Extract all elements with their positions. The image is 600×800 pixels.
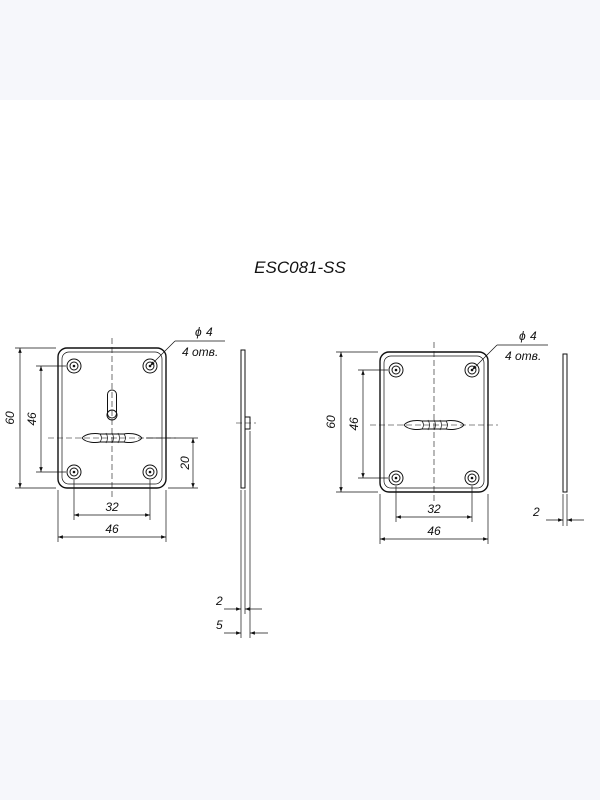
left-hole-count: 4 отв. <box>182 345 218 359</box>
left-screw-hole-bl <box>66 464 82 480</box>
drawing-sheet: ESC081-SS <box>0 100 600 700</box>
right-dim-outer-width: 46 <box>427 524 441 538</box>
right-hole-diameter-symbol: ϕ <box>519 329 526 343</box>
right-screw-hole-bl <box>388 470 404 486</box>
right-horizontal-keyway <box>403 419 465 431</box>
right-escutcheon-side-view: 2 <box>532 353 584 526</box>
right-dim-outer-height: 60 <box>324 415 338 429</box>
left-hole-diameter: 4 <box>206 325 213 339</box>
left-dim-hole-height: 46 <box>25 412 39 426</box>
technical-drawing: ESC081-SS <box>3 258 584 638</box>
left-dim-outer-width: 46 <box>105 522 119 536</box>
left-screw-hole-tl <box>66 358 82 374</box>
right-dim-hole-width: 32 <box>427 502 441 516</box>
left-side-plate <box>240 349 246 489</box>
right-screw-hole-br <box>464 470 480 486</box>
left-dim-outer-height: 60 <box>3 411 17 425</box>
left-horizontal-keyway <box>81 432 143 444</box>
right-side-plate <box>562 353 568 493</box>
right-screw-hole-tl <box>388 362 404 378</box>
left-dim-keyway-offset: 20 <box>178 456 192 471</box>
left-dim-total-thickness: 5 <box>216 618 223 632</box>
right-dim-hole-height: 46 <box>347 417 361 431</box>
right-escutcheon-front-view: 60 46 32 46 ϕ 4 4 отв. <box>324 329 548 544</box>
left-escutcheon-side-view: 2 5 <box>215 349 268 638</box>
left-cylinder-slot <box>106 389 118 421</box>
left-dim-hole-width: 32 <box>105 500 119 514</box>
right-hole-diameter: 4 <box>530 329 537 343</box>
drawing-title: ESC081-SS <box>254 258 346 277</box>
right-dim-plate-thickness: 2 <box>532 505 540 519</box>
left-hole-diameter-symbol: ϕ <box>195 325 202 339</box>
left-screw-hole-br <box>142 464 158 480</box>
left-dim-plate-thickness: 2 <box>215 594 223 608</box>
left-escutcheon-front-view: 60 46 20 32 46 ϕ 4 4 отв. <box>3 325 225 542</box>
right-hole-count: 4 отв. <box>505 349 541 363</box>
